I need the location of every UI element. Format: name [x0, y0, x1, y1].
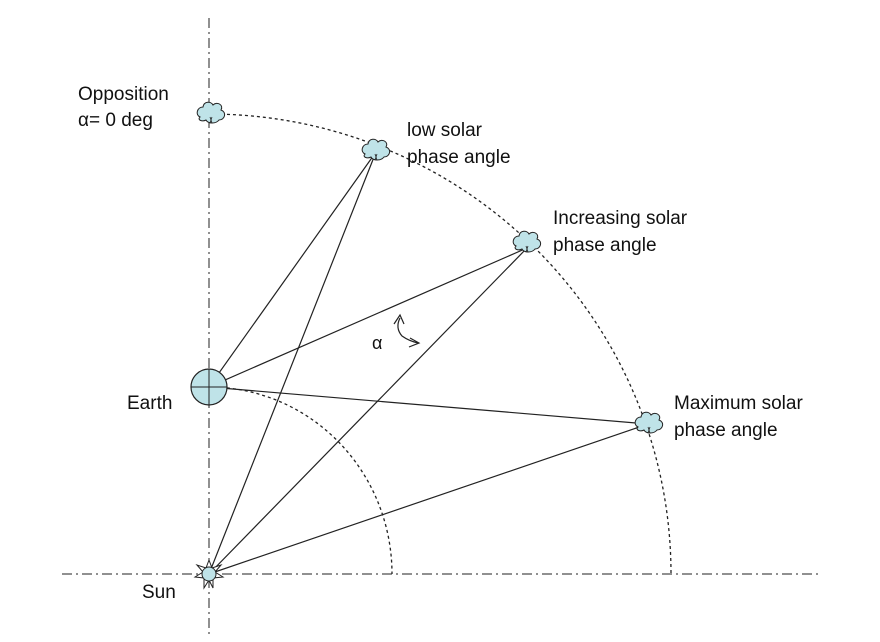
object-low-icon — [361, 138, 391, 161]
label-opposition-angle: α= 0 deg — [78, 110, 153, 131]
label-increasing-line2: phase angle — [553, 235, 657, 256]
object-opposition-icon — [196, 101, 226, 124]
label-opposition: Opposition — [78, 84, 169, 105]
label-maximum-line1: Maximum solar — [674, 393, 803, 414]
label-alpha: α — [372, 333, 383, 353]
sun-icon — [193, 558, 225, 590]
alpha-angle-arrow — [393, 313, 421, 348]
label-low-line1: low solar — [407, 120, 482, 141]
label-earth: Earth — [127, 393, 173, 414]
object-maximum-icon — [634, 411, 664, 434]
label-low-line2: phase angle — [407, 147, 511, 168]
object-increasing-icon — [512, 230, 542, 253]
earth-icon — [190, 368, 228, 406]
label-increasing-line1: Increasing solar — [553, 208, 688, 229]
outer-orbit-arc — [208, 113, 672, 575]
sun-lines — [208, 151, 649, 575]
earth-lines — [208, 151, 649, 425]
label-maximum-line2: phase angle — [674, 420, 778, 441]
label-sun: Sun — [142, 582, 176, 603]
